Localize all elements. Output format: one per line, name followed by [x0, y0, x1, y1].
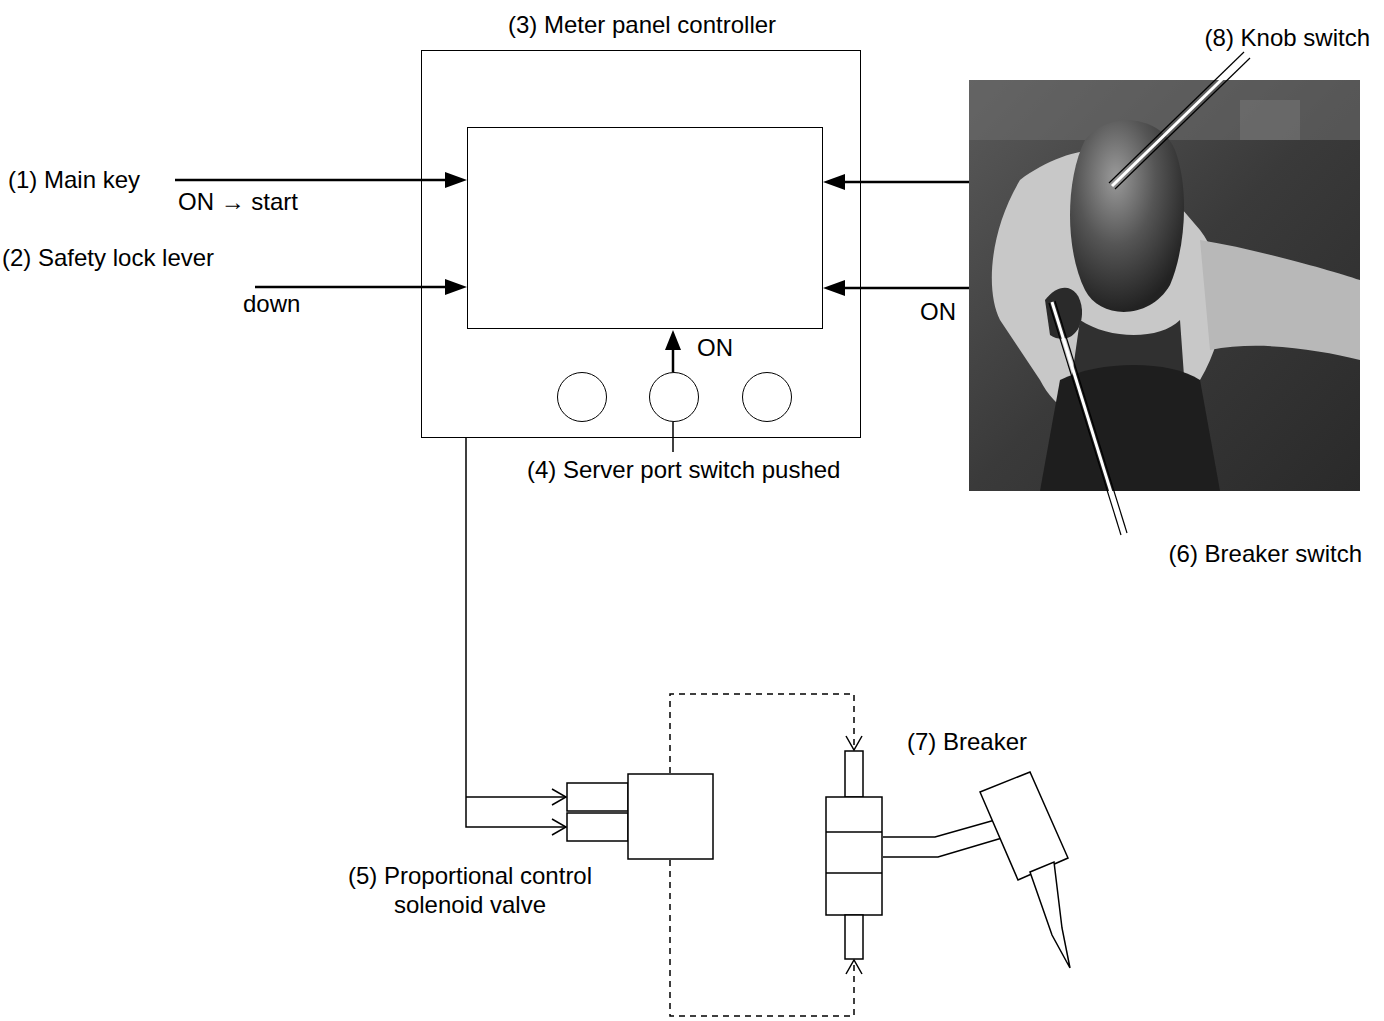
button-circle	[649, 372, 699, 422]
node-label: (3) Meter panel controller	[422, 11, 862, 40]
node-label: (5) Proportional control solenoid valve	[330, 862, 610, 920]
connector	[670, 694, 862, 773]
arrow-head	[846, 736, 862, 750]
valve-plug	[567, 783, 628, 811]
leader-line	[1052, 55, 1247, 534]
callout-label: (1) Main key	[8, 166, 140, 195]
pilot-line	[670, 694, 854, 773]
controller-box: (3) Meter panel controller	[421, 50, 861, 438]
arrow-head	[552, 819, 566, 835]
leader-line	[672, 422, 674, 452]
valve-plug	[567, 813, 628, 841]
solenoid-valve: (5) Proportional control solenoid valve	[566, 773, 714, 860]
leader-line	[1049, 52, 1250, 535]
button-circle	[557, 372, 607, 422]
button-circle	[742, 372, 792, 422]
arrow-head	[552, 789, 566, 805]
callout-label: (6) Breaker switch	[1169, 540, 1362, 569]
callout-label: down	[243, 290, 300, 319]
arrow-head	[846, 960, 862, 974]
cylinder-piston	[826, 872, 882, 874]
callout-label: ON → start	[178, 188, 298, 217]
callout-label: (4) Server port switch pushed	[527, 456, 840, 485]
callout-label: (2) Safety lock lever	[2, 244, 214, 273]
cylinder-rod	[845, 751, 863, 797]
valve-symbol	[566, 773, 714, 860]
node-label: (7) Breaker	[907, 728, 1027, 757]
callout-label: (8) Knob switch	[1205, 24, 1370, 53]
wire	[466, 438, 566, 827]
cylinder-body	[826, 797, 882, 915]
cylinder-rod	[845, 915, 863, 959]
cylinder-symbol	[825, 750, 883, 960]
callout-label: ON	[920, 298, 956, 327]
connector	[466, 438, 566, 835]
callout-label: ON	[697, 334, 733, 363]
display-screen	[467, 127, 823, 329]
breaker-hammer	[883, 772, 1070, 968]
breaker-cylinder: (7) Breaker	[825, 750, 883, 960]
valve-body	[628, 774, 713, 859]
cylinder-piston	[826, 831, 882, 833]
